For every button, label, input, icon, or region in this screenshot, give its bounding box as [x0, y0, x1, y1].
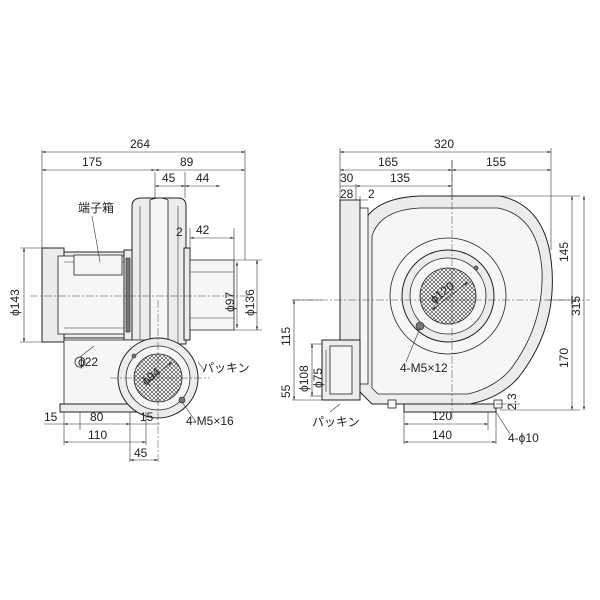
front-flange-thick: 28: [340, 187, 354, 201]
side-outlet-offset: 2: [176, 225, 183, 239]
side-casing-diameter: ϕ136: [243, 289, 257, 316]
side-base-span: 80: [90, 410, 104, 424]
front-foot-span: 120: [432, 409, 452, 423]
front-height-lower: 170: [557, 348, 571, 368]
outlet-duct: [321, 199, 369, 401]
front-foot-thick: 2.3: [505, 393, 519, 410]
side-motor-length: 175: [82, 155, 102, 169]
front-outlet-height: 115: [279, 327, 293, 346]
side-view: 264 175 89 45 44 2 42 端子箱 ϕ143 ϕ97 ϕ136 …: [8, 137, 262, 462]
side-gasket-label: パッキン: [202, 361, 250, 375]
side-casing-right: 44: [196, 171, 210, 185]
front-bolts-label: 4-M5×12: [400, 361, 448, 375]
flange-bolt-2: [131, 353, 137, 359]
side-outlet-length: 42: [196, 223, 210, 237]
front-gap: 2: [368, 187, 375, 201]
front-height-upper: 145: [557, 242, 571, 262]
front-outlet-span: 135: [390, 171, 410, 185]
front-overall-width: 320: [434, 137, 454, 151]
side-motor-diameter: ϕ143: [8, 289, 22, 316]
front-outlet-outer: ϕ108: [297, 365, 311, 392]
front-outlet-base: 55: [279, 384, 293, 398]
side-terminal-box-label: 端子箱: [78, 200, 114, 215]
fan-casing: [131, 197, 235, 345]
side-base-total: 110: [88, 428, 107, 442]
side-base-to-center: 45: [134, 446, 148, 460]
front-flange-offset: 30: [340, 171, 354, 185]
inlet-bolt-1: [415, 321, 425, 331]
front-left-part: 165: [378, 155, 398, 169]
side-inlet-diameter: ϕ97: [223, 292, 237, 312]
side-base-left: 15: [44, 410, 58, 424]
side-bolts-label: 4-M5×16: [186, 414, 234, 428]
side-base-right: 15: [140, 410, 154, 424]
front-foot-total: 140: [432, 428, 452, 442]
front-view: 320 165 155 30 135 28 2 145 170 315 115 …: [279, 137, 590, 445]
front-mount-holes: 4-ϕ10: [508, 431, 539, 445]
front-right-part: 155: [486, 155, 506, 169]
inlet-bolt-2: [473, 265, 479, 271]
terminal-box: [73, 254, 123, 276]
side-cable-hole: ϕ22: [78, 355, 98, 369]
front-outlet-inner: ϕ75: [311, 368, 325, 388]
flange-bolt-1: [178, 396, 186, 404]
side-overall-width: 264: [130, 137, 150, 151]
side-casing-width: 89: [180, 155, 194, 169]
front-gasket-label: パッキン: [312, 415, 360, 429]
side-casing-left: 45: [162, 171, 176, 185]
front-height-total: 315: [569, 296, 583, 316]
